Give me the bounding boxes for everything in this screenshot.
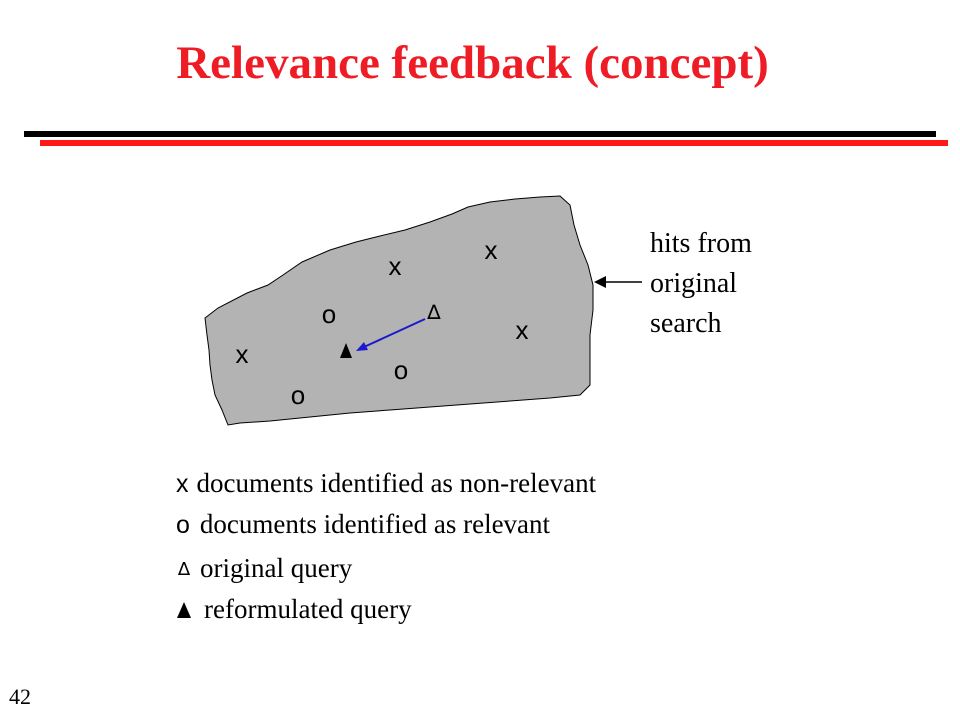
original-query-marker: ∆ <box>426 300 441 324</box>
reformulated-query-marker <box>340 343 352 358</box>
marker-x: x <box>485 235 498 265</box>
marker-x: x <box>236 339 249 369</box>
marker-x: x <box>516 315 529 345</box>
marker-o: o <box>322 299 336 329</box>
title-rule-black <box>24 131 936 137</box>
search-hits-region <box>204 195 594 426</box>
marker-o: o <box>394 355 408 385</box>
hits-label-line: search <box>650 308 722 339</box>
legend-item-original-query: ∆ original query <box>178 553 352 584</box>
legend-symbol-o: o <box>176 511 190 539</box>
hits-label-line: original <box>650 268 738 299</box>
legend-text: reformulated query <box>204 594 412 624</box>
page-number: 42 <box>9 684 31 709</box>
legend-text: documents identified as relevant <box>199 509 551 539</box>
legend-text: original query <box>200 553 353 583</box>
triangle-filled-icon <box>177 602 191 618</box>
hits-pointer-arrowhead <box>594 276 606 288</box>
marker-o: o <box>291 380 305 410</box>
hits-label: hits from original search <box>650 224 752 344</box>
legend-symbol-x: x <box>176 470 189 498</box>
query-move-arrowhead <box>356 342 368 351</box>
page-title: Relevance feedback (concept) <box>176 37 769 89</box>
legend-item-reformulated-query: reformulated query <box>176 594 412 625</box>
title-rule-red <box>40 140 948 146</box>
hits-label-line: hits from <box>650 228 752 259</box>
marker-x: x <box>389 251 402 281</box>
legend-text: documents identified as non-relevant <box>196 468 597 498</box>
query-move-arrow-line <box>363 318 426 348</box>
legend-symbol-delta: ∆ <box>178 559 191 580</box>
legend-item-relevant: o documents identified as relevant <box>176 509 550 540</box>
